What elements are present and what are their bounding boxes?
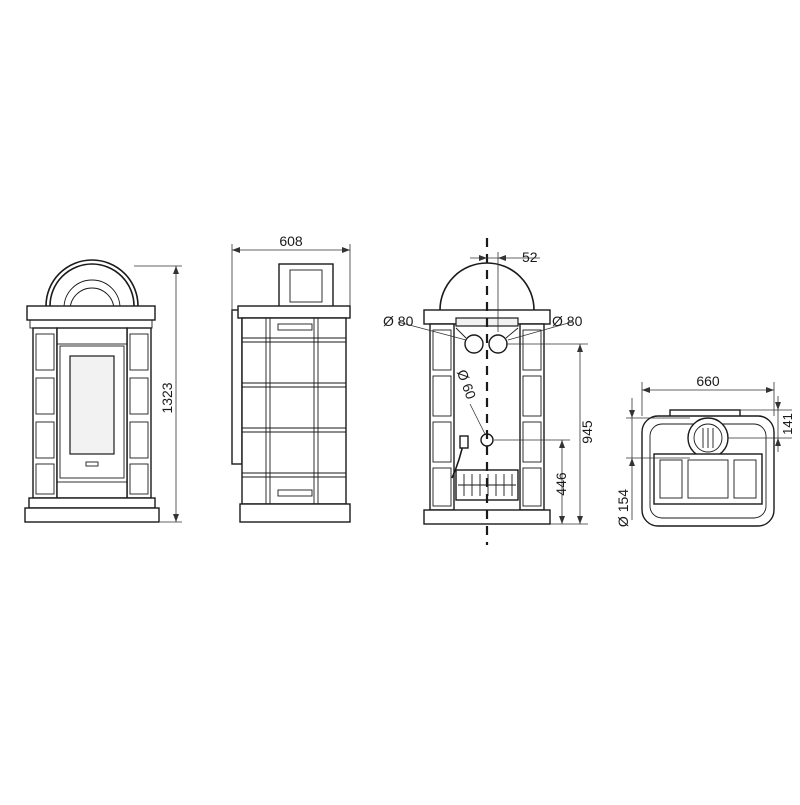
height-total-label: 1323 — [159, 382, 175, 413]
height-inlet-label: 446 — [553, 472, 569, 496]
front-view — [24, 259, 182, 523]
bottom-diameter-label: Ø 154 — [615, 489, 631, 527]
flue-offset-label: 52 — [522, 249, 538, 265]
flue-diameter-right-label: Ø 80 — [552, 313, 583, 329]
top-view — [626, 382, 792, 527]
top-offset-label: 141 — [780, 413, 795, 435]
depth-label: 660 — [696, 373, 720, 389]
side-view — [231, 244, 351, 523]
back-view — [397, 238, 588, 545]
height-flue-label: 945 — [579, 420, 595, 444]
inlet-diameter-label: Ø 60 — [454, 367, 479, 401]
width-label: 608 — [279, 233, 303, 249]
flue-diameter-left-label: Ø 80 — [383, 313, 414, 329]
